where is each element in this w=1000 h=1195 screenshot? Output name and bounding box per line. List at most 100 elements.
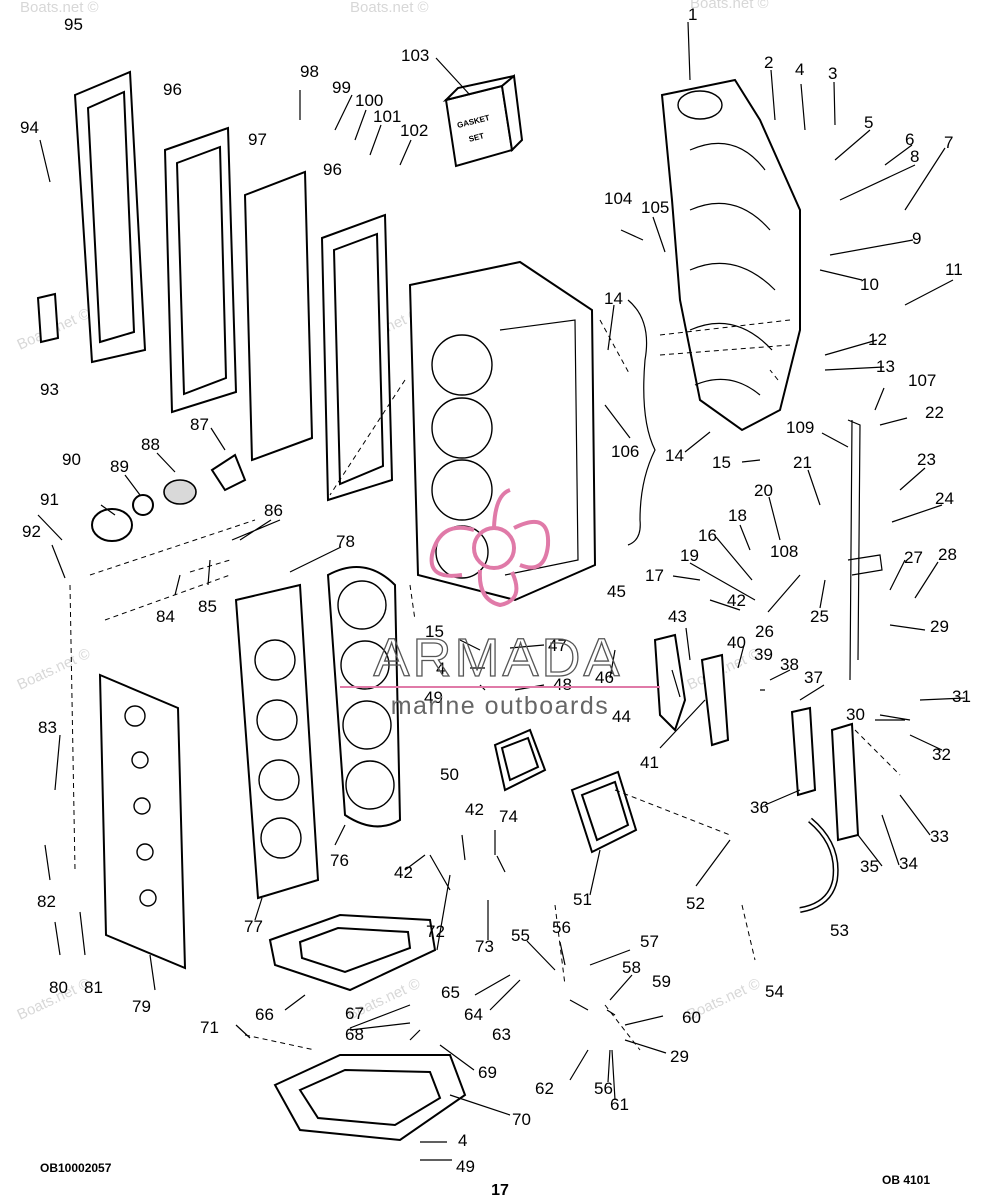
callout-72: 72 bbox=[426, 922, 445, 941]
callout-92: 92 bbox=[22, 522, 41, 541]
bracket-108 bbox=[847, 554, 883, 576]
part-89-seal bbox=[132, 494, 154, 516]
callout-87: 87 bbox=[190, 415, 209, 434]
callout-4: 4 bbox=[795, 60, 804, 79]
callout-44: 44 bbox=[612, 707, 631, 726]
footer-right-code: OB 4101 bbox=[882, 1173, 930, 1187]
callout-57: 57 bbox=[640, 932, 659, 951]
callout-94: 94 bbox=[20, 118, 39, 137]
callout-101: 101 bbox=[373, 107, 401, 126]
part-90-cover bbox=[91, 508, 133, 542]
callout-73: 73 bbox=[475, 937, 494, 956]
callout-4c: 4 bbox=[458, 1131, 467, 1150]
callout-59: 59 bbox=[652, 972, 671, 991]
callout-26: 26 bbox=[755, 622, 774, 641]
part-88-thermostat bbox=[163, 479, 197, 505]
callout-2: 2 bbox=[764, 53, 773, 72]
part-41-bracket bbox=[700, 653, 730, 747]
watermark-text: Boats.net © bbox=[350, 0, 429, 16]
part-35-bracket bbox=[830, 722, 860, 842]
part-45-cylinder-block bbox=[408, 260, 597, 602]
callout-52: 52 bbox=[686, 894, 705, 913]
callout-108: 108 bbox=[770, 542, 798, 561]
callout-66: 66 bbox=[255, 1005, 274, 1024]
part-36-bracket bbox=[790, 706, 817, 797]
callout-48: 48 bbox=[553, 675, 572, 694]
callout-96b: 96 bbox=[323, 160, 342, 179]
callout-19: 19 bbox=[680, 546, 699, 565]
callout-17: 17 bbox=[645, 566, 664, 585]
callout-49: 49 bbox=[424, 688, 443, 707]
callout-77: 77 bbox=[244, 917, 263, 936]
callout-13: 13 bbox=[876, 357, 895, 376]
part-93-small-plate bbox=[36, 292, 60, 344]
part-87-housing bbox=[210, 453, 247, 492]
callout-32: 32 bbox=[932, 745, 951, 764]
callout-91: 91 bbox=[40, 490, 59, 509]
callout-42: 42 bbox=[727, 591, 746, 610]
callout-11: 11 bbox=[945, 260, 963, 279]
linkage-rod-109 bbox=[847, 419, 861, 681]
callout-1: 1 bbox=[688, 5, 697, 24]
callout-21: 21 bbox=[793, 453, 812, 472]
callout-71: 71 bbox=[200, 1018, 219, 1037]
callout-labels: 1 2 4 3 5 6 7 8 9 10 11 12 13 14 14 15 1… bbox=[20, 5, 971, 1176]
callout-83: 83 bbox=[38, 718, 57, 737]
callout-37: 37 bbox=[804, 668, 823, 687]
brace-45 bbox=[627, 299, 656, 546]
callout-5: 5 bbox=[864, 113, 873, 132]
callout-47: 47 bbox=[548, 636, 567, 655]
callout-55: 55 bbox=[511, 926, 530, 945]
callout-8: 8 bbox=[910, 147, 919, 166]
callout-3: 3 bbox=[828, 64, 837, 83]
callout-41: 41 bbox=[640, 753, 659, 772]
callout-88: 88 bbox=[141, 435, 160, 454]
leader-lines bbox=[37, 21, 966, 1161]
callout-93: 93 bbox=[40, 380, 59, 399]
part-95-cover-gasket bbox=[73, 70, 147, 364]
callout-27: 27 bbox=[904, 548, 923, 567]
part-76-head-gasket bbox=[326, 566, 402, 828]
callout-50: 50 bbox=[440, 765, 459, 784]
brand-logo: ARMADA marine outboards bbox=[340, 488, 660, 720]
part-66-base-gasket bbox=[268, 913, 437, 992]
callout-40: 40 bbox=[727, 633, 746, 652]
page-number: 17 bbox=[491, 1182, 509, 1195]
part-79-exhaust-cover bbox=[98, 673, 187, 970]
callout-16: 16 bbox=[698, 526, 717, 545]
callout-58: 58 bbox=[622, 958, 641, 977]
callout-70: 70 bbox=[512, 1110, 531, 1129]
callout-14: 14 bbox=[604, 289, 623, 308]
callout-67: 67 bbox=[345, 1004, 364, 1023]
callout-30: 30 bbox=[846, 705, 865, 724]
callout-79: 79 bbox=[132, 997, 151, 1016]
callout-60: 60 bbox=[682, 1008, 701, 1027]
callout-34: 34 bbox=[899, 854, 918, 873]
callout-15: 15 bbox=[712, 453, 731, 472]
callout-105: 105 bbox=[641, 198, 669, 217]
callout-99: 99 bbox=[332, 78, 351, 97]
callout-109: 109 bbox=[786, 418, 814, 437]
callout-96: 96 bbox=[163, 80, 182, 99]
callout-45: 45 bbox=[607, 582, 626, 601]
callout-69: 69 bbox=[478, 1063, 497, 1082]
callout-18: 18 bbox=[728, 506, 747, 525]
callout-81: 81 bbox=[84, 978, 103, 997]
callout-95: 95 bbox=[64, 15, 83, 34]
parts-drawings: GASKET SET bbox=[36, 70, 901, 1142]
callout-43: 43 bbox=[668, 607, 687, 626]
callout-49b: 49 bbox=[456, 1157, 475, 1176]
callout-42b: 42 bbox=[465, 800, 484, 819]
callout-28: 28 bbox=[938, 545, 957, 564]
callout-53: 53 bbox=[830, 921, 849, 940]
part-70-adapter-plate bbox=[273, 1054, 467, 1142]
callout-24: 24 bbox=[935, 489, 954, 508]
callout-107: 107 bbox=[908, 371, 936, 390]
callout-56: 56 bbox=[552, 918, 571, 937]
callout-10: 10 bbox=[860, 275, 879, 294]
callout-36: 36 bbox=[750, 798, 769, 817]
part-77-cylinder-head bbox=[234, 583, 320, 900]
part-44-bracket bbox=[653, 633, 687, 732]
callout-33: 33 bbox=[930, 827, 949, 846]
callout-12: 12 bbox=[868, 330, 887, 349]
